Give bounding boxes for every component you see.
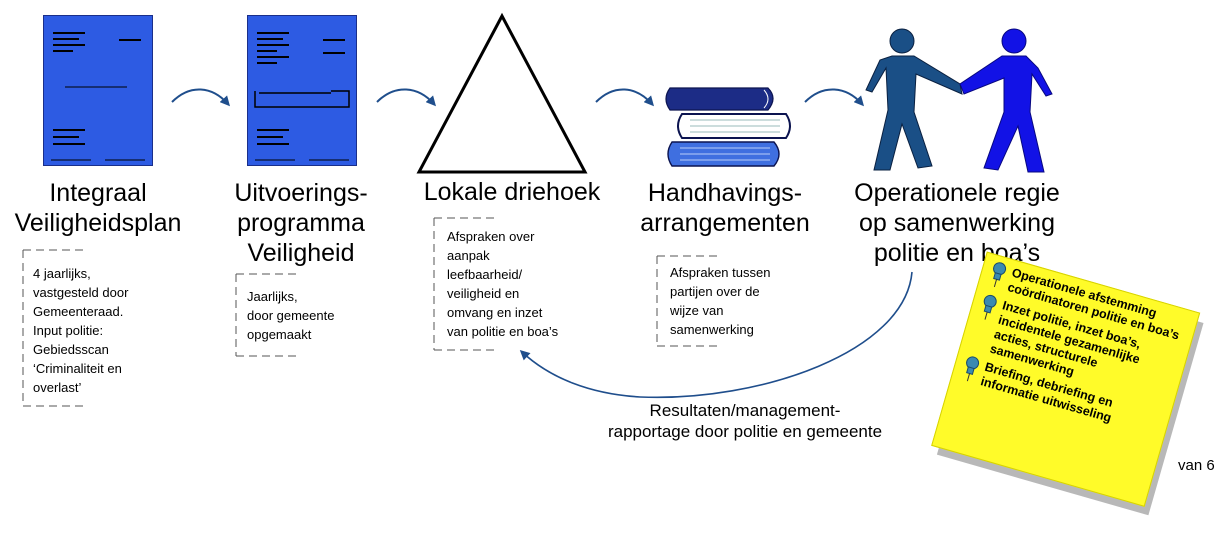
feedback-arrow: [519, 271, 913, 399]
sticky-item: Operationele afstemming coördinatoren po…: [985, 260, 1191, 346]
step-title-1: Integraal Veiligheidsplan: [14, 179, 182, 237]
flow-arrow-1: [171, 88, 230, 107]
step-note-4: Afspraken tussen partijen over de wijze …: [670, 265, 771, 337]
step-note-3: Afspraken over aanpak leefbaarheid/ veil…: [447, 229, 559, 339]
pushpin-icon: [993, 262, 1007, 288]
step-note-1: 4 jaarlijks, vastgesteld door Gemeentera…: [33, 266, 129, 395]
sticky-item: Inzet politie, inzet boa’s, incidentele …: [967, 292, 1182, 406]
pushpin-icon: [966, 356, 980, 382]
note-bracket-1: [22, 249, 83, 407]
step-title-5: Operationele regie op samenwerking polit…: [854, 179, 1060, 267]
pushpin-icon: [983, 294, 997, 320]
sticky-note: Operationele afstemming coördinatoren po…: [931, 251, 1204, 516]
sticky-item: Briefing, debriefing en informatie uitwi…: [958, 354, 1164, 440]
handshake-icon: [865, 28, 1053, 173]
feedback-caption: Resultaten/management- rapportage door p…: [607, 401, 883, 441]
page-tag: van 6: [1178, 457, 1215, 474]
step-title-4: Handhavings- arrangementen: [640, 179, 810, 237]
note-bracket-3: [433, 217, 494, 351]
flow-arrow-2: [376, 88, 436, 107]
triangle-icon: [416, 12, 588, 174]
note-bracket-2: [235, 273, 296, 357]
step-note-2: Jaarlijks, door gemeente opgemaakt: [247, 289, 335, 342]
step-title-3: Lokale driehoek: [423, 178, 601, 206]
note-bracket-4: [656, 255, 717, 347]
flow-arrow-3: [595, 88, 654, 107]
document-icon: [247, 15, 357, 166]
sticky-list: Operationele afstemming coördinatoren po…: [958, 260, 1191, 440]
flow-arrow-4: [804, 88, 864, 107]
step-title-2: Uitvoerings- programma Veiligheid: [234, 179, 368, 267]
document-icon: [43, 15, 153, 166]
books-icon: [665, 87, 791, 167]
